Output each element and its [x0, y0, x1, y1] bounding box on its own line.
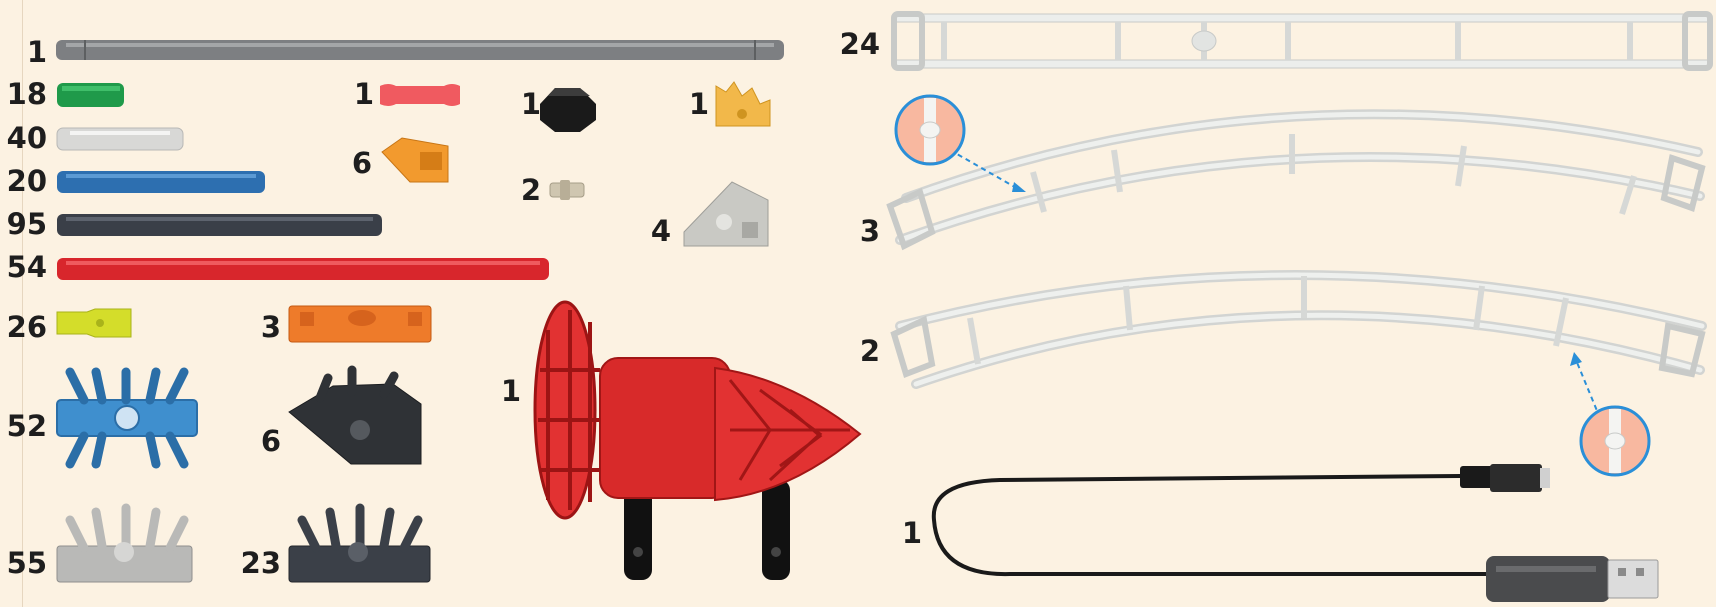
qty-motor-unit: 1 [500, 374, 521, 408]
qty-white-rod: 40 [6, 121, 47, 155]
page-edge-line [22, 0, 23, 607]
red-short-rod-image [380, 84, 460, 106]
white-rod-image [56, 127, 184, 151]
gray-angle-connector-image [683, 181, 769, 247]
qty-black-hex-nut: 1 [520, 87, 541, 121]
qty-straight-track: 24 [839, 27, 880, 61]
qty-gray-angle-connector: 4 [650, 214, 671, 248]
orange-bent-connector-image [381, 137, 449, 183]
red-long-rod-image [57, 258, 549, 280]
qty-blue-rod: 20 [6, 164, 47, 198]
gray-half-star-image [56, 503, 193, 583]
qty-orange-bent-connector: 6 [351, 146, 372, 180]
qty-lime-connector: 26 [6, 310, 47, 344]
track-detail-callout-bottom [1570, 352, 1651, 477]
yellow-clip-image [715, 81, 771, 127]
motor-unit-image [533, 300, 862, 580]
qty-curved-track-a: 3 [859, 214, 880, 248]
dark-half-star-image [288, 503, 431, 583]
straight-track-image [891, 11, 1713, 71]
qty-usb-cable: 1 [901, 516, 922, 550]
green-connector-image [57, 83, 124, 107]
blue-rod-image [57, 171, 265, 193]
qty-orange-bar: 3 [260, 310, 281, 344]
dark-rod-image [57, 214, 382, 236]
curved-track-a-image [886, 109, 1706, 251]
lime-connector-image [56, 308, 132, 338]
usb-cable-image [931, 464, 1659, 602]
qty-red-short-rod: 1 [353, 77, 374, 111]
qty-small-pin: 2 [520, 173, 541, 207]
gray-long-rod-image [56, 40, 784, 60]
curved-track-b-image [890, 270, 1707, 389]
small-pin-image [549, 180, 585, 200]
qty-yellow-clip: 1 [688, 87, 709, 121]
qty-dark-half-star: 23 [240, 546, 281, 580]
blue-star-connector-image [56, 367, 198, 469]
black-hex-nut-image [540, 88, 596, 132]
track-detail-callout-top [894, 94, 1026, 192]
qty-green-connector: 18 [6, 77, 47, 111]
dark-half-connector-image [288, 365, 422, 465]
qty-blue-star-connector: 52 [6, 409, 47, 443]
qty-gray-half-star: 55 [6, 546, 47, 580]
orange-bar-image [288, 305, 432, 343]
qty-dark-half-connector: 6 [260, 424, 281, 458]
qty-red-long-rod: 54 [6, 250, 47, 284]
qty-dark-rod: 95 [6, 207, 47, 241]
qty-curved-track-b: 2 [859, 334, 880, 368]
qty-gray-long-rod: 1 [26, 35, 47, 69]
